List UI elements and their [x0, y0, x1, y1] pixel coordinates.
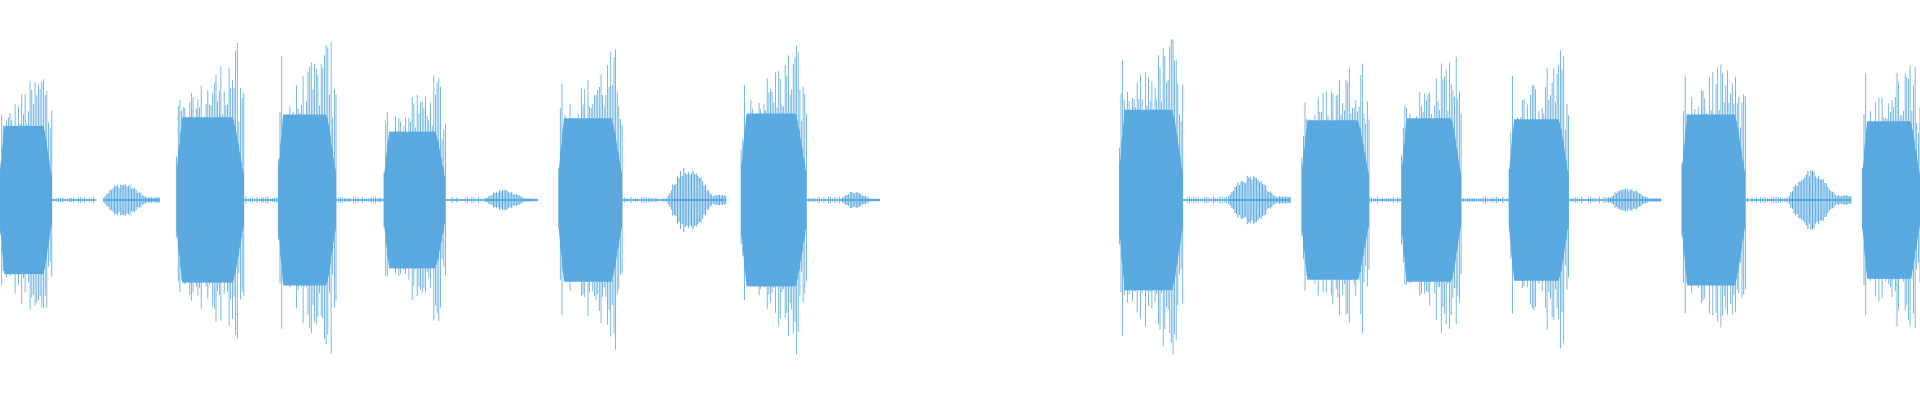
silence-gap-8: [1368, 196, 1402, 204]
loud-burst-5: [383, 75, 446, 322]
silence-gap-10: [1568, 196, 1609, 204]
loud-burst-4: [277, 41, 337, 354]
loud-burst-19: [1862, 65, 1920, 329]
silence-gap-4: [444, 196, 486, 204]
soft-burst-6: [485, 189, 539, 211]
silence-gap-1: [51, 196, 97, 204]
silence-gap-7: [1182, 196, 1229, 204]
loud-burst-3: [176, 43, 245, 339]
loud-burst-14: [1401, 56, 1462, 334]
burst-core: [278, 114, 336, 286]
burst-core: [1862, 121, 1920, 279]
soft-burst-10: [840, 192, 880, 208]
loud-burst-13: [1301, 63, 1370, 334]
waveform-segments: [0, 39, 1920, 355]
soft-burst-16: [1608, 188, 1662, 212]
silence-gap-5: [621, 196, 669, 204]
loud-burst-1: [0, 79, 53, 310]
soft-burst-2: [103, 184, 160, 216]
loud-burst-9: [740, 45, 807, 355]
soft-burst-12: [1228, 175, 1291, 225]
loud-burst-7: [558, 49, 623, 350]
burst-core: [384, 131, 446, 269]
soft-burst-8: [667, 168, 727, 232]
loud-burst-17: [1681, 64, 1746, 328]
burst-core: [0, 125, 52, 275]
loud-burst-15: [1508, 50, 1569, 349]
burst-core: [558, 118, 623, 282]
burst-core: [1681, 114, 1746, 286]
silence-gap-11: [1744, 196, 1790, 204]
soft-burst-18: [1788, 170, 1852, 230]
silence-gap-9: [1460, 196, 1510, 204]
loud-burst-11: [1119, 39, 1184, 355]
silence-gap-6: [806, 196, 841, 204]
silence-gap-3: [335, 196, 384, 204]
silence-gap-2: [243, 196, 279, 204]
waveform-silence: [51, 196, 1790, 204]
